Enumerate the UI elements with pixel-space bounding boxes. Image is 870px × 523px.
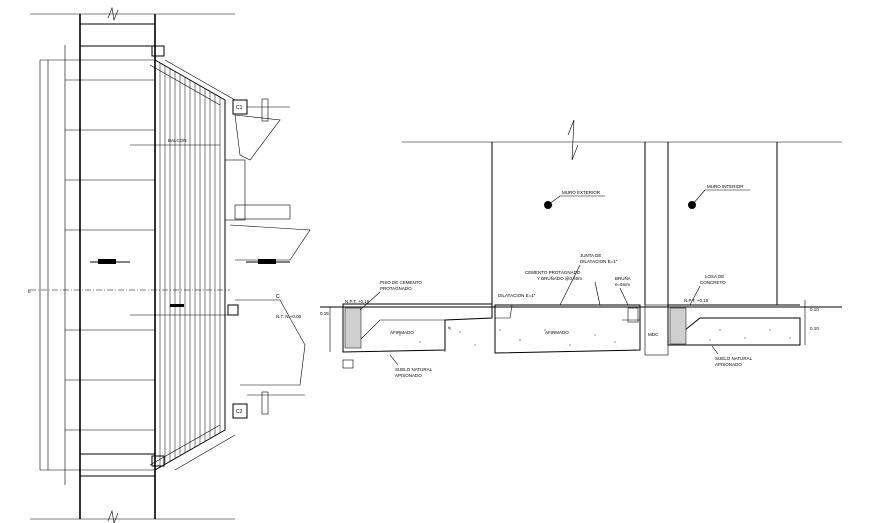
expansion-joint-small: DILATACION E=1" [498, 293, 536, 298]
balcony-label: BALCON [168, 138, 187, 143]
dim-right-2: 0.10 [810, 326, 819, 331]
section-view: MURO EXTERIOR MURO INTERIOR AF [320, 119, 842, 378]
svg-text:C1: C1 [236, 105, 243, 111]
cement-pulido-1: CEMENTO PROTAGNADO [525, 270, 581, 275]
expansion-joint-1: JUNTA DE [580, 253, 601, 258]
level-left: N.P.T. +0.15 [345, 299, 370, 304]
balcony-hatching [159, 63, 221, 467]
slab-label-1: LOSA DE [705, 274, 724, 279]
callout-c1: C1 [232, 98, 290, 122]
dim-right-1: 0.10 [810, 307, 819, 312]
svg-text:ƃ: ƃ [28, 289, 31, 294]
small-tag: MDC [648, 332, 659, 337]
callout-c: C [276, 294, 280, 300]
fill-label-middle: AFIRMADO [545, 330, 569, 335]
level-right: N.P.T. +0.15 [684, 298, 709, 303]
callout-c2: C2 [232, 391, 305, 419]
cement-floor-label-1: PISO DE CEMENTO [380, 280, 422, 285]
wall-exterior-label: MURO EXTERIOR [562, 190, 601, 195]
svg-text:C2: C2 [236, 409, 243, 415]
brick-label-2: e=5mm [615, 282, 630, 287]
brick-label-1: BRUÑA [615, 275, 631, 281]
expansion-joint-2: DILATACION E=1" [580, 259, 618, 264]
fill-label-left: AFIRMADO [390, 330, 414, 335]
wall-interior-label: MURO INTERIOR [707, 184, 744, 189]
slab-label-2: CONCRETO [700, 280, 726, 285]
level-tag: N.T. N.+0.00 [276, 314, 302, 319]
dim-left: 0.15 [320, 311, 329, 316]
soil-left-1: SUELO NATURAL [395, 367, 433, 372]
cement-floor-label-2: PROTAGNADO [380, 286, 412, 291]
concrete-speckle [399, 329, 791, 346]
cement-pulido-2: Y BRUÑADO @0.40m [537, 275, 582, 281]
svg-text:ꟼ: ꟼ [448, 326, 451, 331]
soil-right-1: SUELO NATURAL [715, 356, 753, 361]
soil-right-2: APISONADO [715, 362, 742, 367]
plan-view: ƃ C1 [28, 6, 311, 523]
soil-left-2: APISONADO [395, 373, 422, 378]
